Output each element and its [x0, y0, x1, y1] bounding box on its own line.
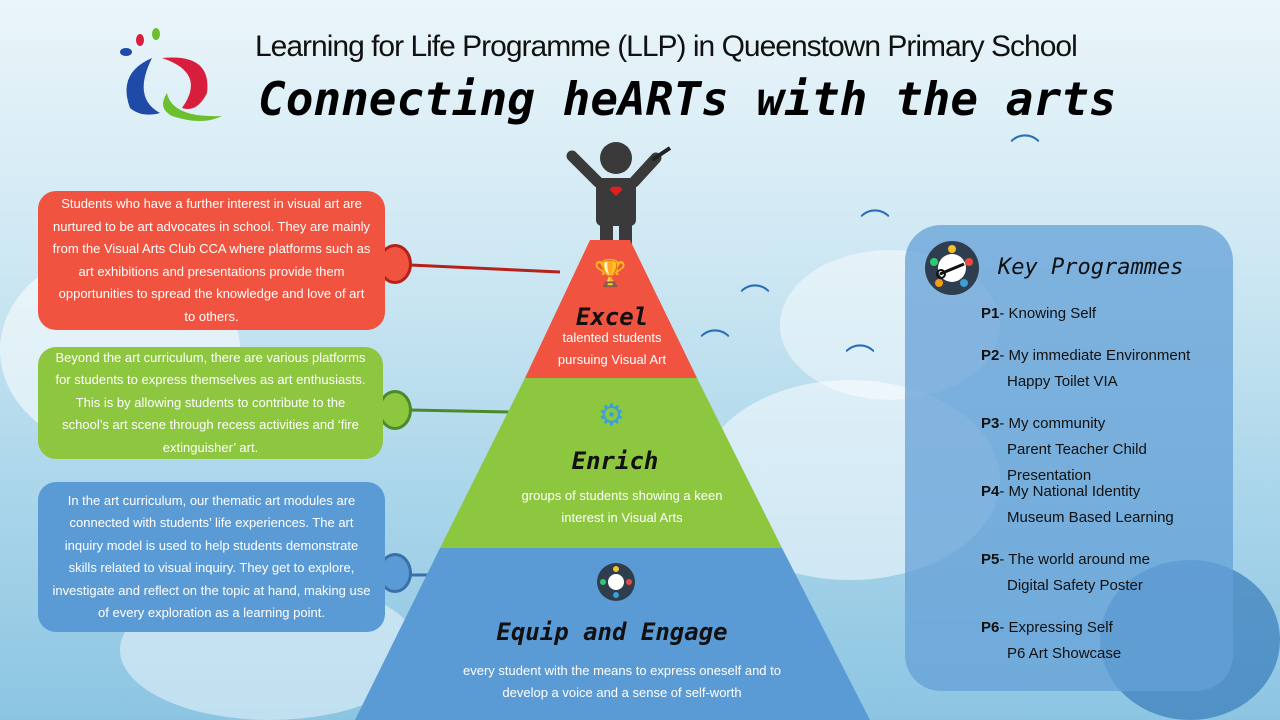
programme-activity: P6 Art Showcase — [1007, 645, 1122, 662]
programme-activity: Museum Based Learning — [1007, 509, 1174, 526]
trophy-icon: 🏆 — [594, 258, 627, 288]
enrich-description: Beyond the art curriculum, there are var… — [55, 349, 366, 455]
equip-description: In the art curriculum, our thematic art … — [52, 492, 371, 621]
bird-icon: ⌒ — [860, 209, 890, 242]
header-title: Learning for Life Programme (LLP) in Que… — [255, 30, 1078, 63]
tier-desc-excel: talented students pursuing Visual Art — [557, 330, 667, 367]
people-circle-icon — [597, 563, 635, 601]
programme-name: - My immediate Environment — [999, 347, 1191, 364]
programme-code: P1 — [981, 305, 1000, 322]
tier-desc-enrich: groups of students showing a keen intere… — [521, 488, 723, 525]
key-programmes-panel — [905, 225, 1233, 691]
bird-icon: ⌒ — [1010, 134, 1040, 167]
programme-name: - Knowing Self — [999, 305, 1097, 322]
programme-name: - My National Identity — [999, 483, 1141, 500]
enrich-description-box: Beyond the art curriculum, there are var… — [38, 347, 383, 459]
header-subtitle: Connecting heARTs with the arts — [258, 72, 1117, 126]
tier-title-excel: Excel — [575, 303, 649, 331]
excel-description-box: Students who have a further interest in … — [38, 191, 385, 330]
key-programmes-title: Key Programmes — [998, 255, 1184, 280]
key-icon — [925, 241, 979, 295]
programme-activity: Happy Toilet VIA — [1007, 373, 1118, 390]
programme-name: - My community — [999, 415, 1106, 432]
programme-activity: Parent Teacher Child Presentation — [1007, 441, 1147, 484]
pyramid-tier-excel — [525, 240, 697, 378]
gears-icon: ⚙ — [598, 399, 625, 432]
programme-code: P2 — [981, 347, 1000, 364]
tier-title-enrich: Enrich — [571, 447, 659, 475]
bird-icon: ⌒ — [740, 284, 770, 317]
programme-code: P4 — [981, 483, 1000, 500]
programme-code: P6 — [981, 619, 1000, 636]
tier-desc-equip: every student with the means to express … — [463, 663, 781, 700]
school-logo — [120, 28, 222, 121]
equip-description-box: In the art curriculum, our thematic art … — [38, 482, 385, 632]
pyramid-tier-enrich — [440, 378, 782, 548]
programme-item: P1- Knowing Self — [981, 301, 1226, 327]
programme-name: - The world around me — [999, 551, 1150, 568]
bird-icon: ⌒ — [845, 344, 875, 377]
programme-name: - Expressing Self — [999, 619, 1113, 636]
programme-code: P5 — [981, 551, 1000, 568]
connector-ring — [378, 390, 412, 430]
excel-description: Students who have a further interest in … — [52, 196, 371, 324]
programme-item: P6- Expressing Self P6 Art Showcase — [981, 615, 1226, 667]
pyramid-tier-equip — [355, 548, 870, 720]
tier-title-equip: Equip and Engage — [496, 618, 728, 646]
bird-icon: ⌒ — [700, 329, 730, 362]
programme-activity: Digital Safety Poster — [1007, 577, 1143, 594]
programme-code: P3 — [981, 415, 1000, 432]
programme-item: P5- The world around me Digital Safety Po… — [981, 547, 1226, 599]
